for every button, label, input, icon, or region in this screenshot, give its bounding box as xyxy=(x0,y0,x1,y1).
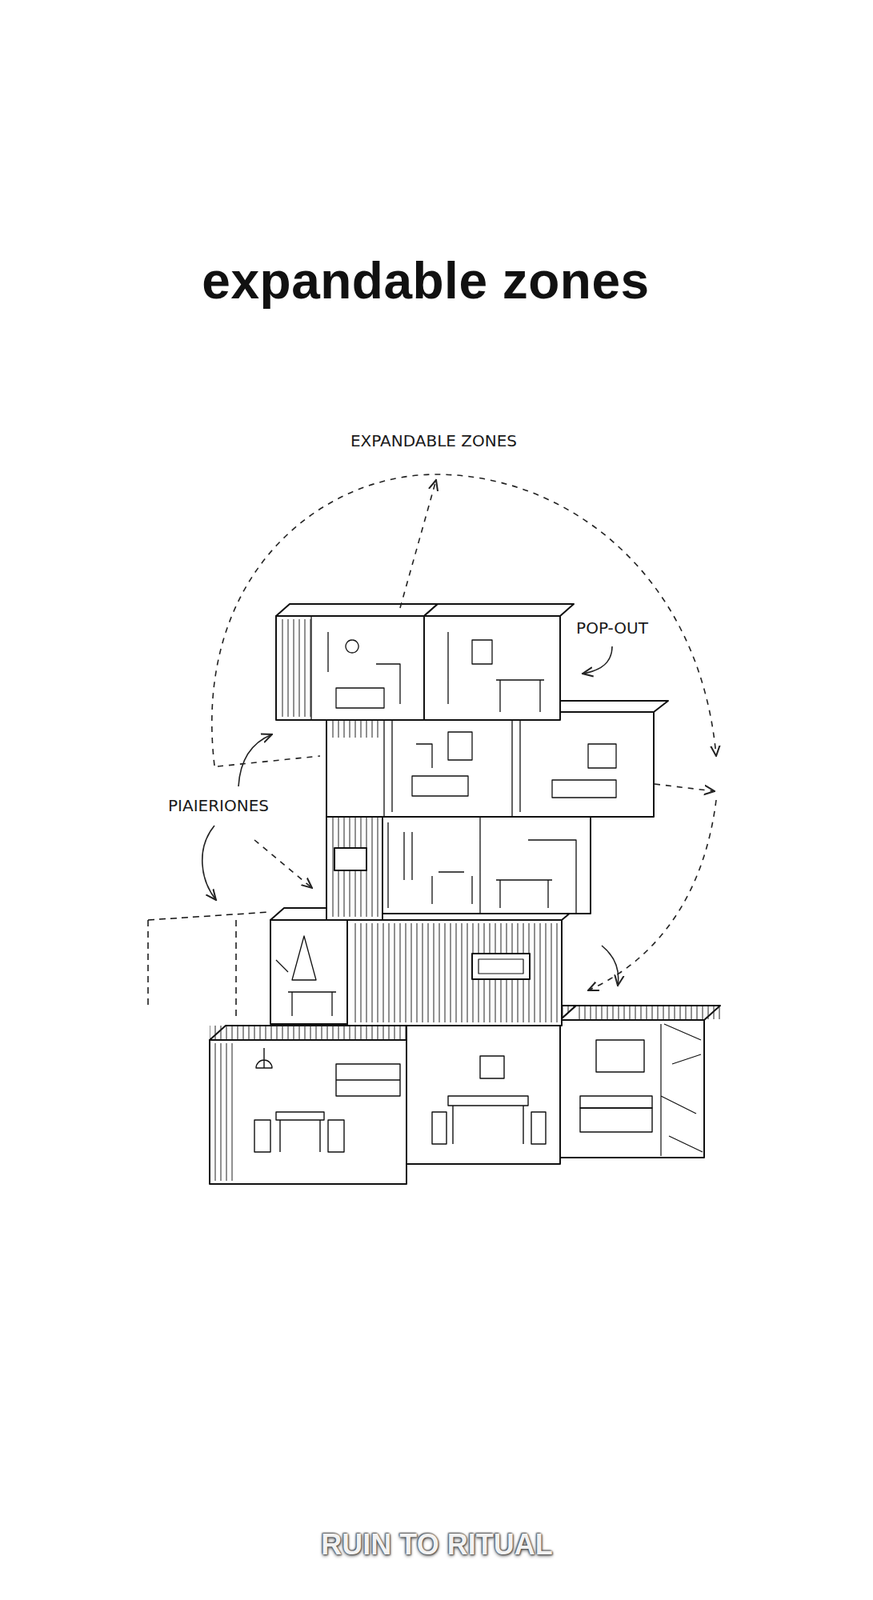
watermark: RUIN TO RITUAL xyxy=(320,1528,553,1562)
zone-label: EXPANDABLE ZONES xyxy=(350,431,517,451)
diagram-title: expandable zones xyxy=(201,251,649,311)
callout-label: PIAIERIONES xyxy=(168,796,269,816)
callout-label: POP-OUT xyxy=(576,618,649,638)
